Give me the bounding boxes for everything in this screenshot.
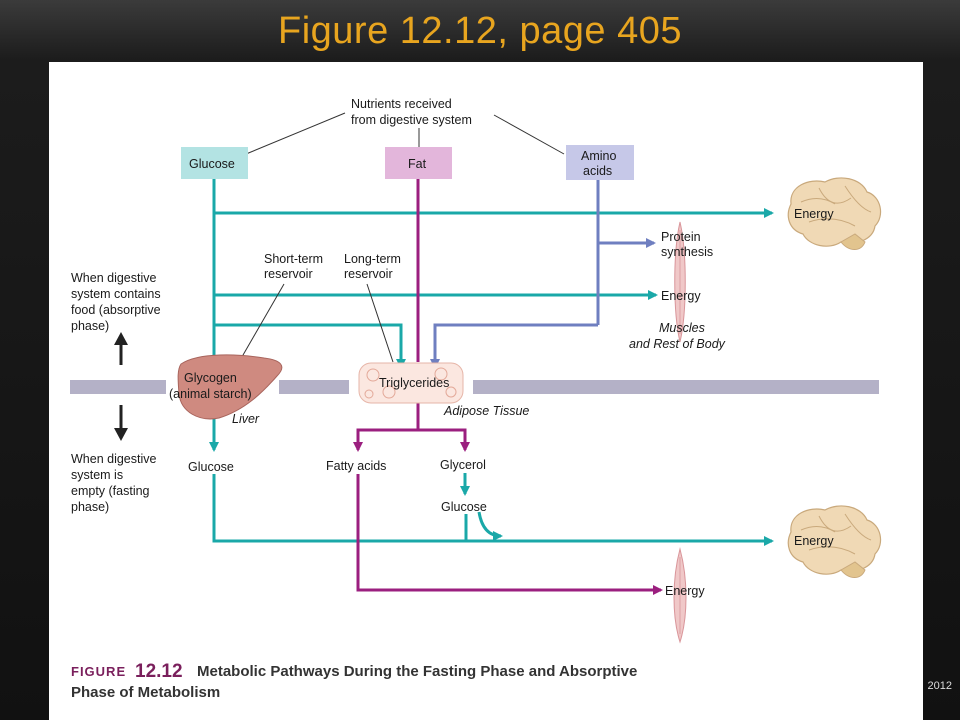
glycogen-label-line1: Glycogen xyxy=(184,371,237,385)
fatty-acids-to-energy-arrow xyxy=(356,474,663,595)
glycerol-glucose-curve-arrow xyxy=(477,511,503,541)
amino-box-label-line1: Amino xyxy=(581,149,616,163)
phase-divider-segment-1 xyxy=(70,380,166,394)
long-term-pointer xyxy=(366,283,394,363)
caption-figure-number: 12.12 xyxy=(135,661,183,682)
glycerol-label: Glycerol xyxy=(440,458,486,472)
to-fatty-acids-arrow xyxy=(353,428,418,452)
fat-box xyxy=(385,147,452,179)
phase-divider-segment-2 xyxy=(279,380,349,394)
energy-bottom-label: Energy xyxy=(665,584,705,598)
long-term-label-line1: Long-term xyxy=(344,252,401,266)
fasting-label-line2: system is xyxy=(71,468,123,482)
metabolism-diagram: Nutrients received from digestive system… xyxy=(70,97,882,701)
glycogen-label-line2: (animal starch) xyxy=(169,387,252,401)
nutrients-label-line2: from digestive system xyxy=(351,113,472,127)
short-term-pointer xyxy=(238,283,285,363)
absorptive-label-line1: When digestive xyxy=(71,271,157,285)
brain-bottom-icon xyxy=(787,505,882,578)
glucose-box-label: Glucose xyxy=(189,157,235,171)
short-term-label-line1: Short-term xyxy=(264,252,323,266)
caption-figure-word: FIGURE xyxy=(71,664,126,679)
brain-icon xyxy=(787,177,882,250)
caption-line1: Metabolic Pathways During the Fasting Ph… xyxy=(197,663,637,680)
fasting-label-line1: When digestive xyxy=(71,452,157,466)
absorptive-label-line2: system contains xyxy=(71,287,161,301)
fasting-label-line3: empty (fasting xyxy=(71,484,150,498)
energy-brain-bottom-label: Energy xyxy=(794,534,834,548)
fasting-label-line4: phase) xyxy=(71,500,109,514)
adipose-tissue-label: Adipose Tissue xyxy=(443,404,529,418)
up-arrow-icon xyxy=(114,332,128,365)
liver-glucose-to-brain-arrow xyxy=(212,474,774,546)
liver-icon xyxy=(177,354,283,420)
amino-box-label-line2: acids xyxy=(583,164,612,178)
nutrients-connector-left xyxy=(233,112,346,160)
absorptive-label-line3: food (absorptive xyxy=(71,303,161,317)
fat-box-label: Fat xyxy=(408,157,427,171)
year-footer: 2012 xyxy=(927,680,952,692)
phase-divider-segment-3 xyxy=(473,380,879,394)
muscles-label-line2: and Rest of Body xyxy=(629,337,726,351)
nutrients-connector-right xyxy=(493,114,565,155)
nutrients-label-line1: Nutrients received xyxy=(351,97,452,111)
fatty-acids-label: Fatty acids xyxy=(326,459,386,473)
glycerol-glucose-label: Glucose xyxy=(441,500,487,514)
liver-glucose-label: Glucose xyxy=(188,460,234,474)
short-term-label-line2: reservoir xyxy=(264,267,313,281)
glucose-to-triglycerides-arrow xyxy=(214,323,406,369)
slide-title: Figure 12.12, page 405 xyxy=(278,10,682,52)
long-term-label-line2: reservoir xyxy=(344,267,393,281)
down-arrow-icon xyxy=(114,405,128,441)
liver-label: Liver xyxy=(232,412,260,426)
energy-brain-top-label: Energy xyxy=(794,207,834,221)
energy-muscle-label: Energy xyxy=(661,289,701,303)
amino-to-triglycerides-arrow xyxy=(430,323,598,369)
figure-panel: Nutrients received from digestive system… xyxy=(49,62,923,720)
muscles-label-line1: Muscles xyxy=(659,321,705,335)
to-glycerol-arrow xyxy=(418,428,470,452)
amino-acids-box xyxy=(566,145,634,180)
protein-label-line1: Protein xyxy=(661,230,701,244)
glucose-box xyxy=(181,147,248,179)
adipose-tissue-icon xyxy=(358,362,464,404)
protein-label-line2: synthesis xyxy=(661,245,713,259)
absorptive-label-line4: phase) xyxy=(71,319,109,333)
caption-line2: Phase of Metabolism xyxy=(71,684,220,701)
triglycerides-label: Triglycerides xyxy=(379,376,449,390)
